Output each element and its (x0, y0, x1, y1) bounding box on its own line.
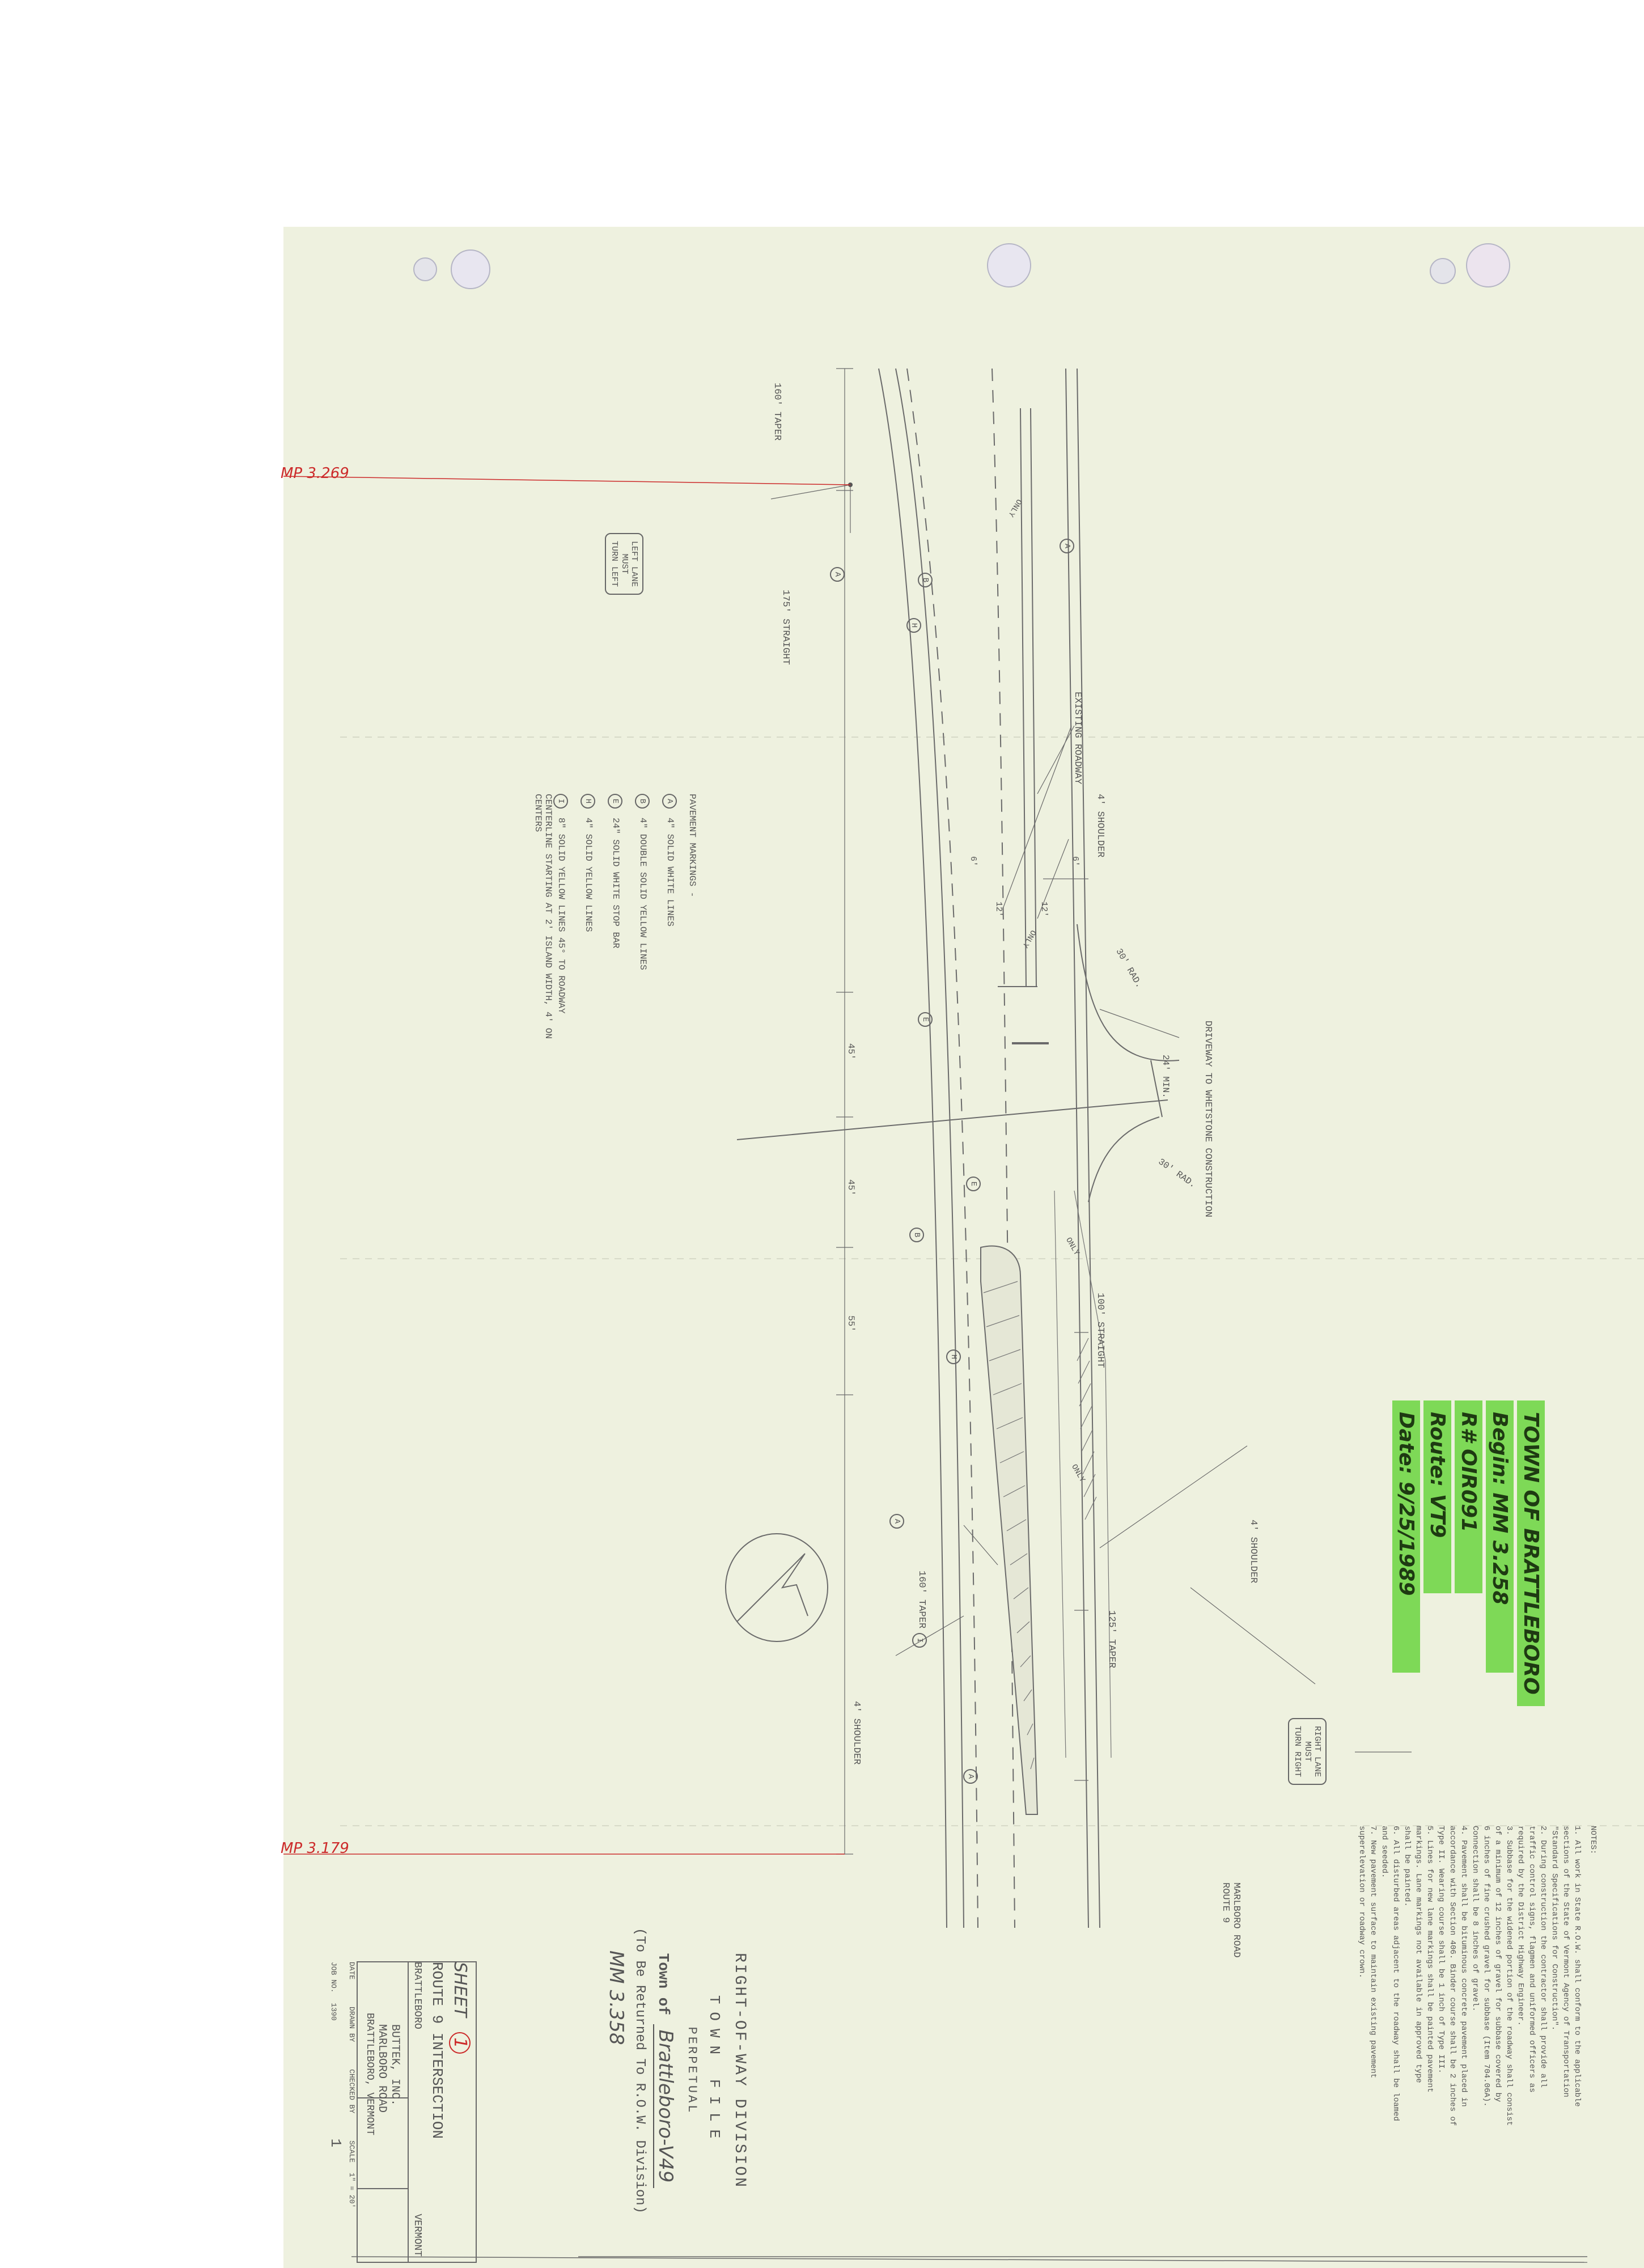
company-city: BRATTLEBORO, VERMONT (364, 2013, 375, 2136)
punch-hole (451, 249, 490, 289)
row-returned: (To Be Returned To R.O.W. Division) (632, 1928, 647, 2214)
driveway-outline (736, 924, 1180, 1203)
title-block: SHEET 1 ROUTE 9 INTERSECTION BRATTLEBORO… (327, 1962, 471, 2257)
scale-value: 1" = 20' (348, 2172, 356, 2208)
town-name: BRATTLEBORO (412, 1962, 423, 2029)
row-division-block: RIGHT-OF-WAY DIVISION TOWN FILE PERPETUA… (605, 1928, 748, 2214)
site-plan-drawing (340, 243, 1644, 2263)
legend-item: A4" SOLID WHITE LINES (662, 794, 677, 1049)
punch-hole (1430, 258, 1456, 284)
legend-item: I8" SOLID YELLOW LINES 45° TO ROADWAY CE… (533, 794, 568, 1049)
drawn-label: DRAWN BY (348, 2007, 356, 2042)
row-town-file: TOWN FILE (706, 1995, 723, 2147)
punch-hole (413, 257, 437, 281)
checked-label: CHECKED BY (348, 2069, 356, 2114)
job-label: JOB NO. (329, 1962, 338, 1993)
hatched-island (980, 1245, 1039, 1815)
stamp-line: Route: VT9 (1423, 1400, 1451, 1593)
stamp-line: Begin: MM 3.258 (1486, 1400, 1514, 1673)
row-division-title: RIGHT-OF-WAY DIVISION (731, 1953, 748, 2189)
row-perpetual: PERPETUAL (685, 2026, 699, 2115)
mp-underlines (283, 476, 851, 1855)
drawing-sheet: 160' TAPER 175' STRAIGHT EXISTING ROADWA… (281, 227, 1644, 2268)
construction-notes: NOTES: 1. All work in State R.O.W. shall… (1357, 1826, 1598, 2126)
row-town-line: Town of Brattleboro-V49 (653, 1928, 677, 2214)
legend-item: H4" SOLID YELLOW LINES (581, 794, 595, 1049)
company-name: BUTTEK, INC. (388, 2024, 401, 2106)
title-block-frame (357, 1961, 477, 2263)
stamp-line: TOWN OF BRATTLEBORO (1517, 1400, 1545, 1706)
legend-item: E24" SOLID WHITE STOP BAR (608, 794, 622, 1049)
sheet-box-number: 1 (327, 2138, 344, 2148)
mp-marker-top: MP 3.269 (281, 465, 349, 482)
turn-lane-markings (998, 408, 1049, 1044)
state-name: VERMONT (412, 2214, 423, 2257)
stamp-line: Date: 9/25/1989 (1392, 1400, 1420, 1673)
punch-hole (1466, 243, 1510, 287)
town-stamp: TOWN OF BRATTLEBORO Begin: MM 3.258 R# O… (1392, 1400, 1545, 1706)
project-title: ROUTE 9 INTERSECTION (429, 1962, 446, 2139)
punch-hole (987, 243, 1031, 287)
legend-item: B4" DOUBLE SOLID YELLOW LINES (635, 794, 650, 1049)
sheet-number-row: SHEET 1 (449, 1962, 471, 2257)
north-arrow (725, 1533, 828, 1642)
job-number: 1390 (329, 2003, 338, 2021)
row-mm: MM 3.358 (605, 1950, 628, 2045)
date-label: DATE (348, 1962, 356, 1980)
stamp-line: R# OIR091 (1455, 1400, 1482, 1593)
leader-lines (770, 484, 1412, 1753)
right-turn-lane-marks (1054, 1190, 1112, 1758)
company-road: MARLBORO ROAD (375, 2024, 388, 2113)
pavement-markings-legend: PAVEMENT MARKINGS - A4" SOLID WHITE LINE… (533, 794, 697, 1049)
legend-title: PAVEMENT MARKINGS - (687, 794, 697, 898)
scale-label: SCALE (348, 2140, 356, 2163)
